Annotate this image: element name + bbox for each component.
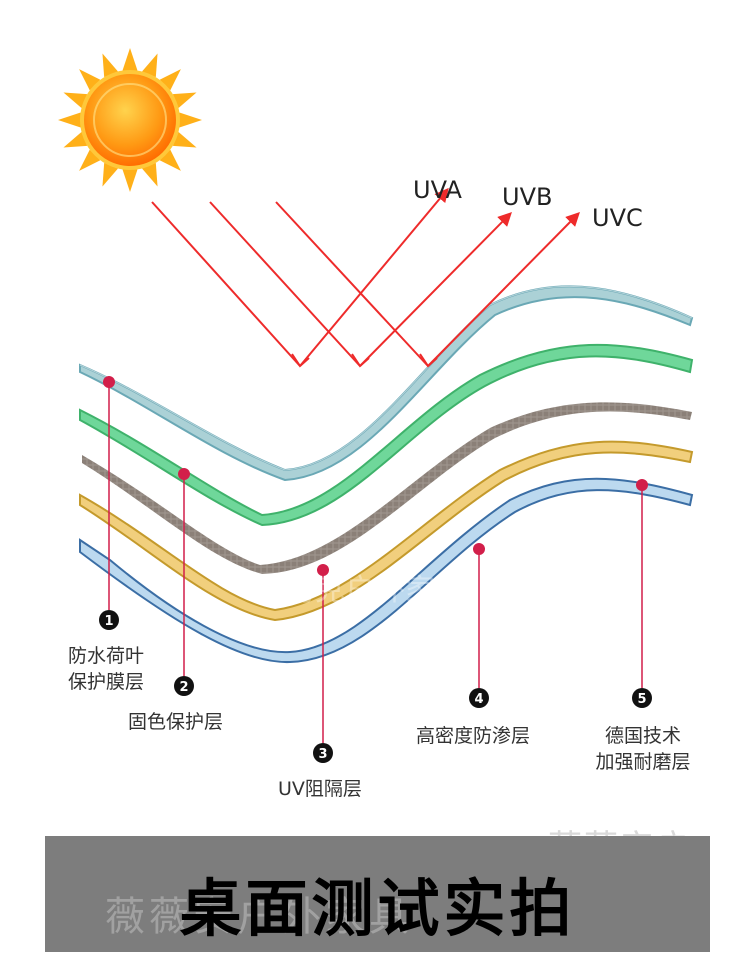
layer-label-line: 高密度防渗层 [416,725,530,747]
number-badge [632,688,652,708]
number-badge-text: 2 [179,680,188,695]
sun-spike [172,132,197,148]
diagram-watermark: 马克户外家具 [285,573,465,608]
number-badge [313,743,333,763]
sun-spike [122,48,138,71]
callout-dot [178,468,190,480]
sun-spike [58,112,81,128]
banner-title: 桌面测试实拍 [179,872,576,945]
sun-spike [63,92,88,108]
sun-spike [122,169,138,192]
title-banner: 薇薇安户外家具 桌面测试实拍 [45,836,710,952]
ray-outgoing-uva [299,187,449,367]
number-badge-text: 3 [318,747,327,762]
ray-label-uvb: UVB [502,183,552,211]
ray-label-uvc: UVC [592,204,643,232]
ray-label-uva: UVA [413,176,462,204]
ray-incoming-uvc [275,201,429,367]
ray-outgoing-uvb [359,212,512,367]
layer-label-line: UV阻隔层 [278,778,362,800]
sun-spike [172,92,197,108]
callout-layer-4: 4 高密度防渗层 [416,543,530,747]
banner-watermark: 薇薇安户外家具 [105,894,413,940]
sun-spike [179,112,202,128]
number-badge-text: 4 [474,692,483,707]
layer-2-sheet [79,343,694,527]
ray-incoming-uvb [209,201,361,367]
sun-spike [102,162,118,187]
layer-4-sheet [79,440,694,622]
layer-label-line: 德国技术 [605,725,681,747]
sun-spike [142,162,158,187]
layer-label-line: 防水荷叶 [68,645,144,667]
callout-dot [317,564,329,576]
layer-label-line: 加强耐磨层 [595,751,690,773]
layer-label-line: 保护膜层 [68,671,144,693]
number-badge-text: 1 [104,614,113,629]
layer-label-line: 固色保护层 [128,711,223,733]
number-badge [469,688,489,708]
layer-5-sheet [79,477,694,664]
uv-rays: UVA UVB UVC [151,176,643,368]
callout-dot [103,376,115,388]
sun-spike [102,53,118,78]
sun-spike [63,132,88,148]
ray-outgoing-uvc [427,212,580,367]
sun-icon [58,48,202,192]
number-badge-text: 5 [637,692,646,707]
number-badge [99,610,119,630]
callout-layer-2: 2 固色保护层 [128,468,223,733]
callout-dot [473,543,485,555]
callout-dot [636,479,648,491]
ray-incoming-uva [151,201,301,367]
layer-1-sheet [79,285,694,482]
sun-spike [142,53,158,78]
number-badge [174,676,194,696]
